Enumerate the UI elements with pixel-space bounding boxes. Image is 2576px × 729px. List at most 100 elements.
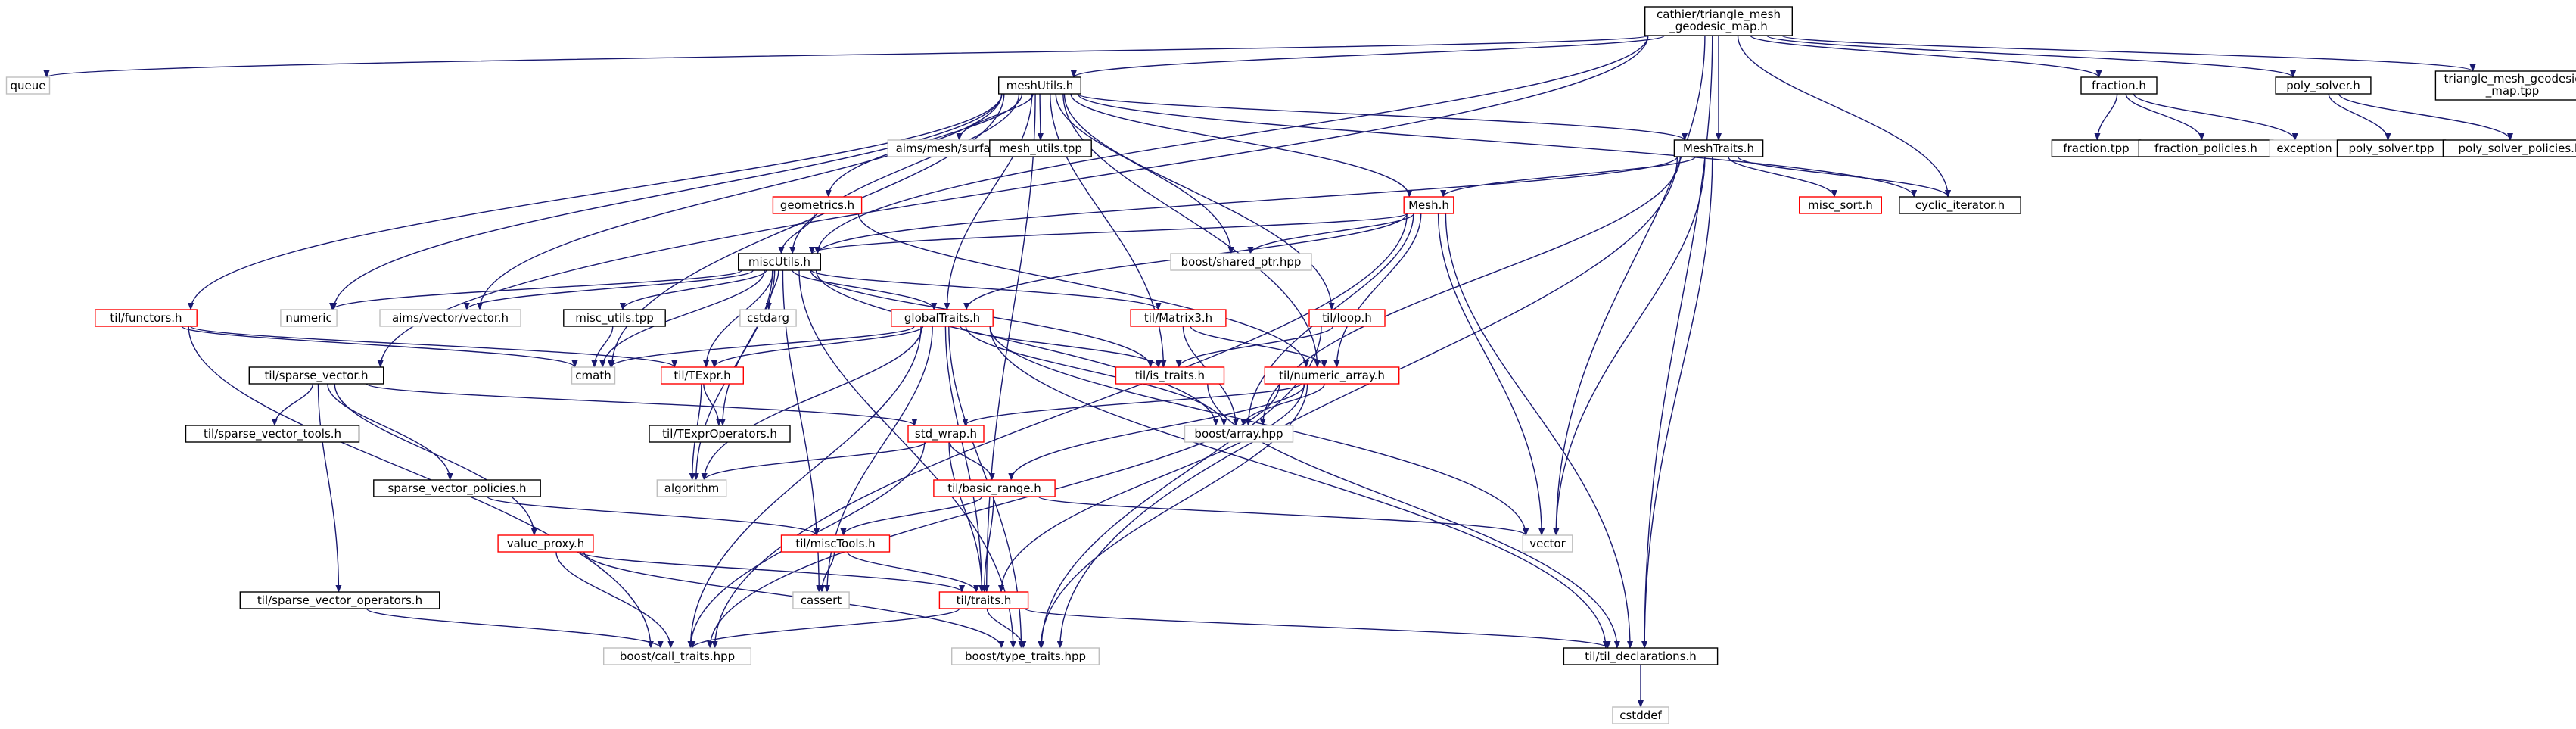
edge-value-proxy-to-til-traits	[580, 551, 965, 593]
node-label: til/sparse_vector_tools.h	[204, 427, 341, 441]
node-til-basic-range[interactable]: til/basic_range.h	[933, 479, 1056, 497]
node-root[interactable]: cathier/triangle_mesh_geodesic_map.h	[1644, 6, 1793, 36]
node-til-traits[interactable]: til/traits.h	[938, 591, 1029, 609]
node-label: misc_utils.tpp	[575, 311, 654, 326]
edge-meshUtils-to-til-numeric-array	[1062, 93, 1321, 368]
node-poly-solver-tpp[interactable]: poly_solver.tpp	[2336, 139, 2447, 157]
node-algorithm: algorithm	[656, 479, 727, 497]
edge-MeshTraits-to-misc-sort	[1728, 156, 1837, 198]
node-til-numeric-array[interactable]: til/numeric_array.h	[1264, 366, 1400, 385]
node-label: sparse_vector_policies.h	[387, 481, 526, 496]
node-label: queue	[11, 79, 46, 92]
edge-meshUtils-to-til-functors	[188, 93, 1003, 310]
node-box	[1563, 647, 1719, 665]
node-label: poly_solver.tpp	[2349, 142, 2434, 156]
node-label: vector	[1529, 537, 1566, 550]
edge-globalTraits-to-til-traits	[944, 326, 985, 593]
node-meshUtils[interactable]: meshUtils.h	[997, 76, 1081, 95]
node-label: aims/mesh/surface.h	[896, 142, 1015, 155]
node-poly-solver-policies[interactable]: poly_solver_policies.h	[2442, 139, 2576, 157]
node-box	[1612, 706, 1669, 724]
edge-til-miscTools-to-cassert	[818, 551, 835, 593]
node-til-TExpr[interactable]: til/TExpr.h	[661, 366, 745, 385]
node-mesh-utils-tpp[interactable]: mesh_utils.tpp	[989, 139, 1092, 157]
node-til-miscTools[interactable]: til/miscTools.h	[780, 534, 891, 553]
node-til-loop[interactable]: til/loop.h	[1308, 309, 1386, 327]
edge-MeshTraits-to-miscUtils	[814, 156, 1678, 254]
node-exception: exception	[2269, 139, 2340, 157]
node-label: Mesh.h	[1408, 198, 1449, 212]
node-til-declarations[interactable]: til/til_declarations.h	[1563, 647, 1719, 665]
node-label: cyclic_iterator.h	[1915, 198, 2005, 213]
node-til-sparse-vector-operators[interactable]: til/sparse_vector_operators.h	[239, 591, 440, 609]
node-boost-call-traits: boost/call_traits.hpp	[603, 647, 752, 665]
node-box	[738, 253, 822, 271]
edge-misc-utils-tpp-to-cmath	[591, 326, 614, 368]
node-box	[1130, 309, 1227, 327]
node-Mesh[interactable]: Mesh.h	[1403, 196, 1454, 214]
edge-til-numeric-array-to-boost-type-traits	[1038, 383, 1308, 649]
node-fraction[interactable]: fraction.h	[2080, 76, 2158, 95]
edge-Mesh-to-til-numeric-array	[1333, 213, 1422, 368]
node-misc-utils-tpp[interactable]: misc_utils.tpp	[563, 309, 666, 327]
node-label: cstddef	[1619, 709, 1662, 722]
node-label: std_wrap.h	[915, 427, 977, 441]
edge-Mesh-to-vector	[1437, 213, 1545, 536]
node-globalTraits[interactable]: globalTraits.h	[891, 309, 994, 327]
node-til-functors[interactable]: til/functors.h	[95, 309, 198, 327]
node-label: til/functors.h	[110, 311, 182, 325]
node-sparse-vector-policies[interactable]: sparse_vector_policies.h	[373, 479, 541, 497]
node-label: meshUtils.h	[1006, 79, 1073, 92]
node-box	[1522, 534, 1573, 553]
node-label: globalTraits.h	[904, 311, 980, 325]
node-box	[649, 425, 791, 443]
node-cmath: cmath	[571, 366, 616, 385]
node-til-is-traits[interactable]: til/is_traits.h	[1115, 366, 1225, 385]
node-cyclic-iterator[interactable]: cyclic_iterator.h	[1899, 196, 2021, 214]
edge-til-sparse-vector-to-value-proxy	[334, 383, 537, 536]
edge-root-to-queue	[44, 35, 1649, 78]
node-std-wrap[interactable]: std_wrap.h	[907, 425, 985, 443]
node-box	[950, 647, 1100, 665]
node-label: til/TExprOperators.h	[662, 427, 777, 441]
edge-root-to-til-sparse-vector	[377, 35, 1649, 368]
node-MeshTraits[interactable]: MeshTraits.h	[1673, 139, 1764, 157]
node-fraction-tpp[interactable]: fraction.tpp	[2051, 139, 2142, 157]
edge-miscUtils-to-cstdarg	[765, 269, 779, 310]
node-label: poly_solver_policies.h	[2459, 142, 2576, 156]
node-box	[907, 425, 985, 443]
edge-root-to-vector	[1553, 35, 1706, 536]
node-box	[997, 76, 1081, 95]
node-til-sparse-vector-tools[interactable]: til/sparse_vector_tools.h	[185, 425, 360, 443]
node-box	[1899, 196, 2021, 214]
node-label: poly_solver.h	[2286, 79, 2360, 93]
node-box	[1673, 139, 1764, 157]
node-geometrics[interactable]: geometrics.h	[772, 196, 863, 214]
edge-globalTraits-to-boost-array	[965, 326, 1227, 426]
node-boost-array: boost/array.hpp	[1184, 425, 1294, 443]
node-misc-sort[interactable]: misc_sort.h	[1798, 196, 1882, 214]
edge-miscUtils-to-misc-utils-tpp	[619, 269, 767, 310]
edge-til-basic-range-to-til-traits	[981, 496, 994, 593]
edge-til-numeric-array-to-til-basic-range	[1008, 383, 1306, 481]
node-box	[661, 366, 745, 385]
edge-fraction-to-fraction-policies	[2125, 93, 2205, 141]
node-fraction-policies[interactable]: fraction_policies.h	[2138, 139, 2274, 157]
node-box	[989, 139, 1092, 157]
node-label: fraction_policies.h	[2154, 142, 2257, 156]
node-box	[248, 366, 384, 385]
node-label: til/sparse_vector_operators.h	[257, 593, 422, 608]
node-box	[656, 479, 727, 497]
edge-MeshTraits-to-cyclic-iterator	[1737, 156, 1951, 198]
node-value-proxy[interactable]: value_proxy.h	[497, 534, 594, 553]
node-boost-type-traits: boost/type_traits.hpp	[950, 647, 1100, 665]
node-til-TExprOperators[interactable]: til/TExprOperators.h	[649, 425, 791, 443]
edge-root-to-fraction	[1750, 35, 2102, 78]
node-poly-solver[interactable]: poly_solver.h	[2275, 76, 2372, 95]
node-til-sparse-vector[interactable]: til/sparse_vector.h	[248, 366, 384, 385]
node-miscUtils[interactable]: miscUtils.h	[738, 253, 822, 271]
node-til-Matrix3[interactable]: til/Matrix3.h	[1130, 309, 1227, 327]
node-box	[5, 76, 51, 95]
node-tmgm-tpp[interactable]: triangle_mesh_geodesic_map.tpp	[2434, 70, 2576, 101]
node-label: til/sparse_vector.h	[265, 369, 369, 383]
